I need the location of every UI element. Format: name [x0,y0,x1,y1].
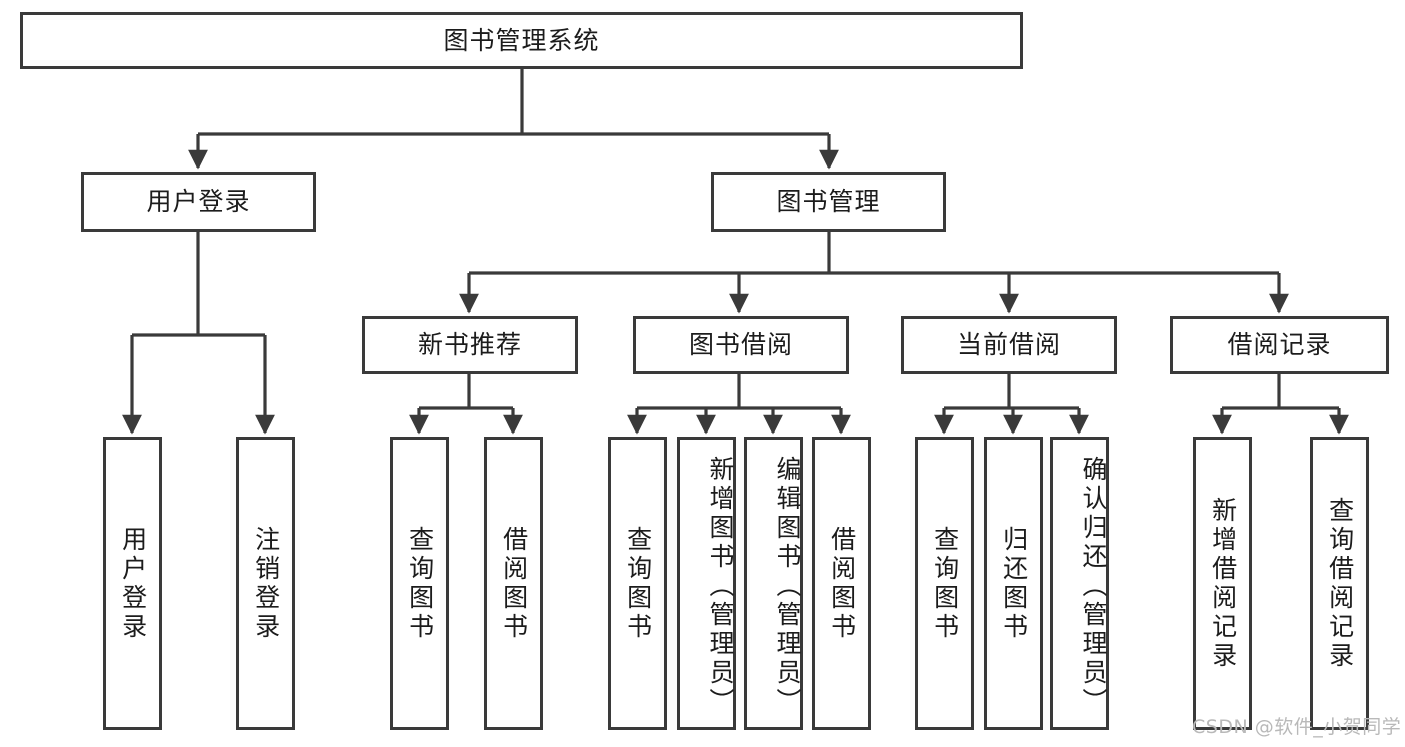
node-new-book-recommend[interactable]: 新书推荐 [362,316,578,374]
leaf-user-login-logout[interactable]: 注销登录 [236,437,295,730]
leaf-borrow-record-add-record[interactable]: 新增借阅记录 [1193,437,1252,730]
leaf-book-borrow-query-book[interactable]: 查询图书 [608,437,667,730]
leaf-new-book-borrow-book[interactable]: 借阅图书 [484,437,543,730]
leaf-new-book-query-book[interactable]: 查询图书 [390,437,449,730]
watermark-text: CSDN @软件_小贺同学 [1192,716,1402,738]
leaf-current-borrow-query-book[interactable]: 查询图书 [915,437,974,730]
leaf-book-borrow-edit-book-admin[interactable]: 编辑图书（管理员） [744,437,803,730]
leaf-current-borrow-confirm-return-admin[interactable]: 确认归还（管理员） [1050,437,1109,730]
node-book-management[interactable]: 图书管理 [711,172,946,232]
node-root[interactable]: 图书管理系统 [20,12,1023,69]
leaf-current-borrow-return-book[interactable]: 归还图书 [984,437,1043,730]
node-borrow-record[interactable]: 借阅记录 [1170,316,1389,374]
node-book-borrow[interactable]: 图书借阅 [633,316,849,374]
node-user-login[interactable]: 用户登录 [81,172,316,232]
node-current-borrow[interactable]: 当前借阅 [901,316,1117,374]
leaf-user-login-login[interactable]: 用户登录 [103,437,162,730]
leaf-borrow-record-query-record[interactable]: 查询借阅记录 [1310,437,1369,730]
leaf-book-borrow-add-book-admin[interactable]: 新增图书（管理员） [677,437,736,730]
leaf-book-borrow-borrow-book[interactable]: 借阅图书 [812,437,871,730]
